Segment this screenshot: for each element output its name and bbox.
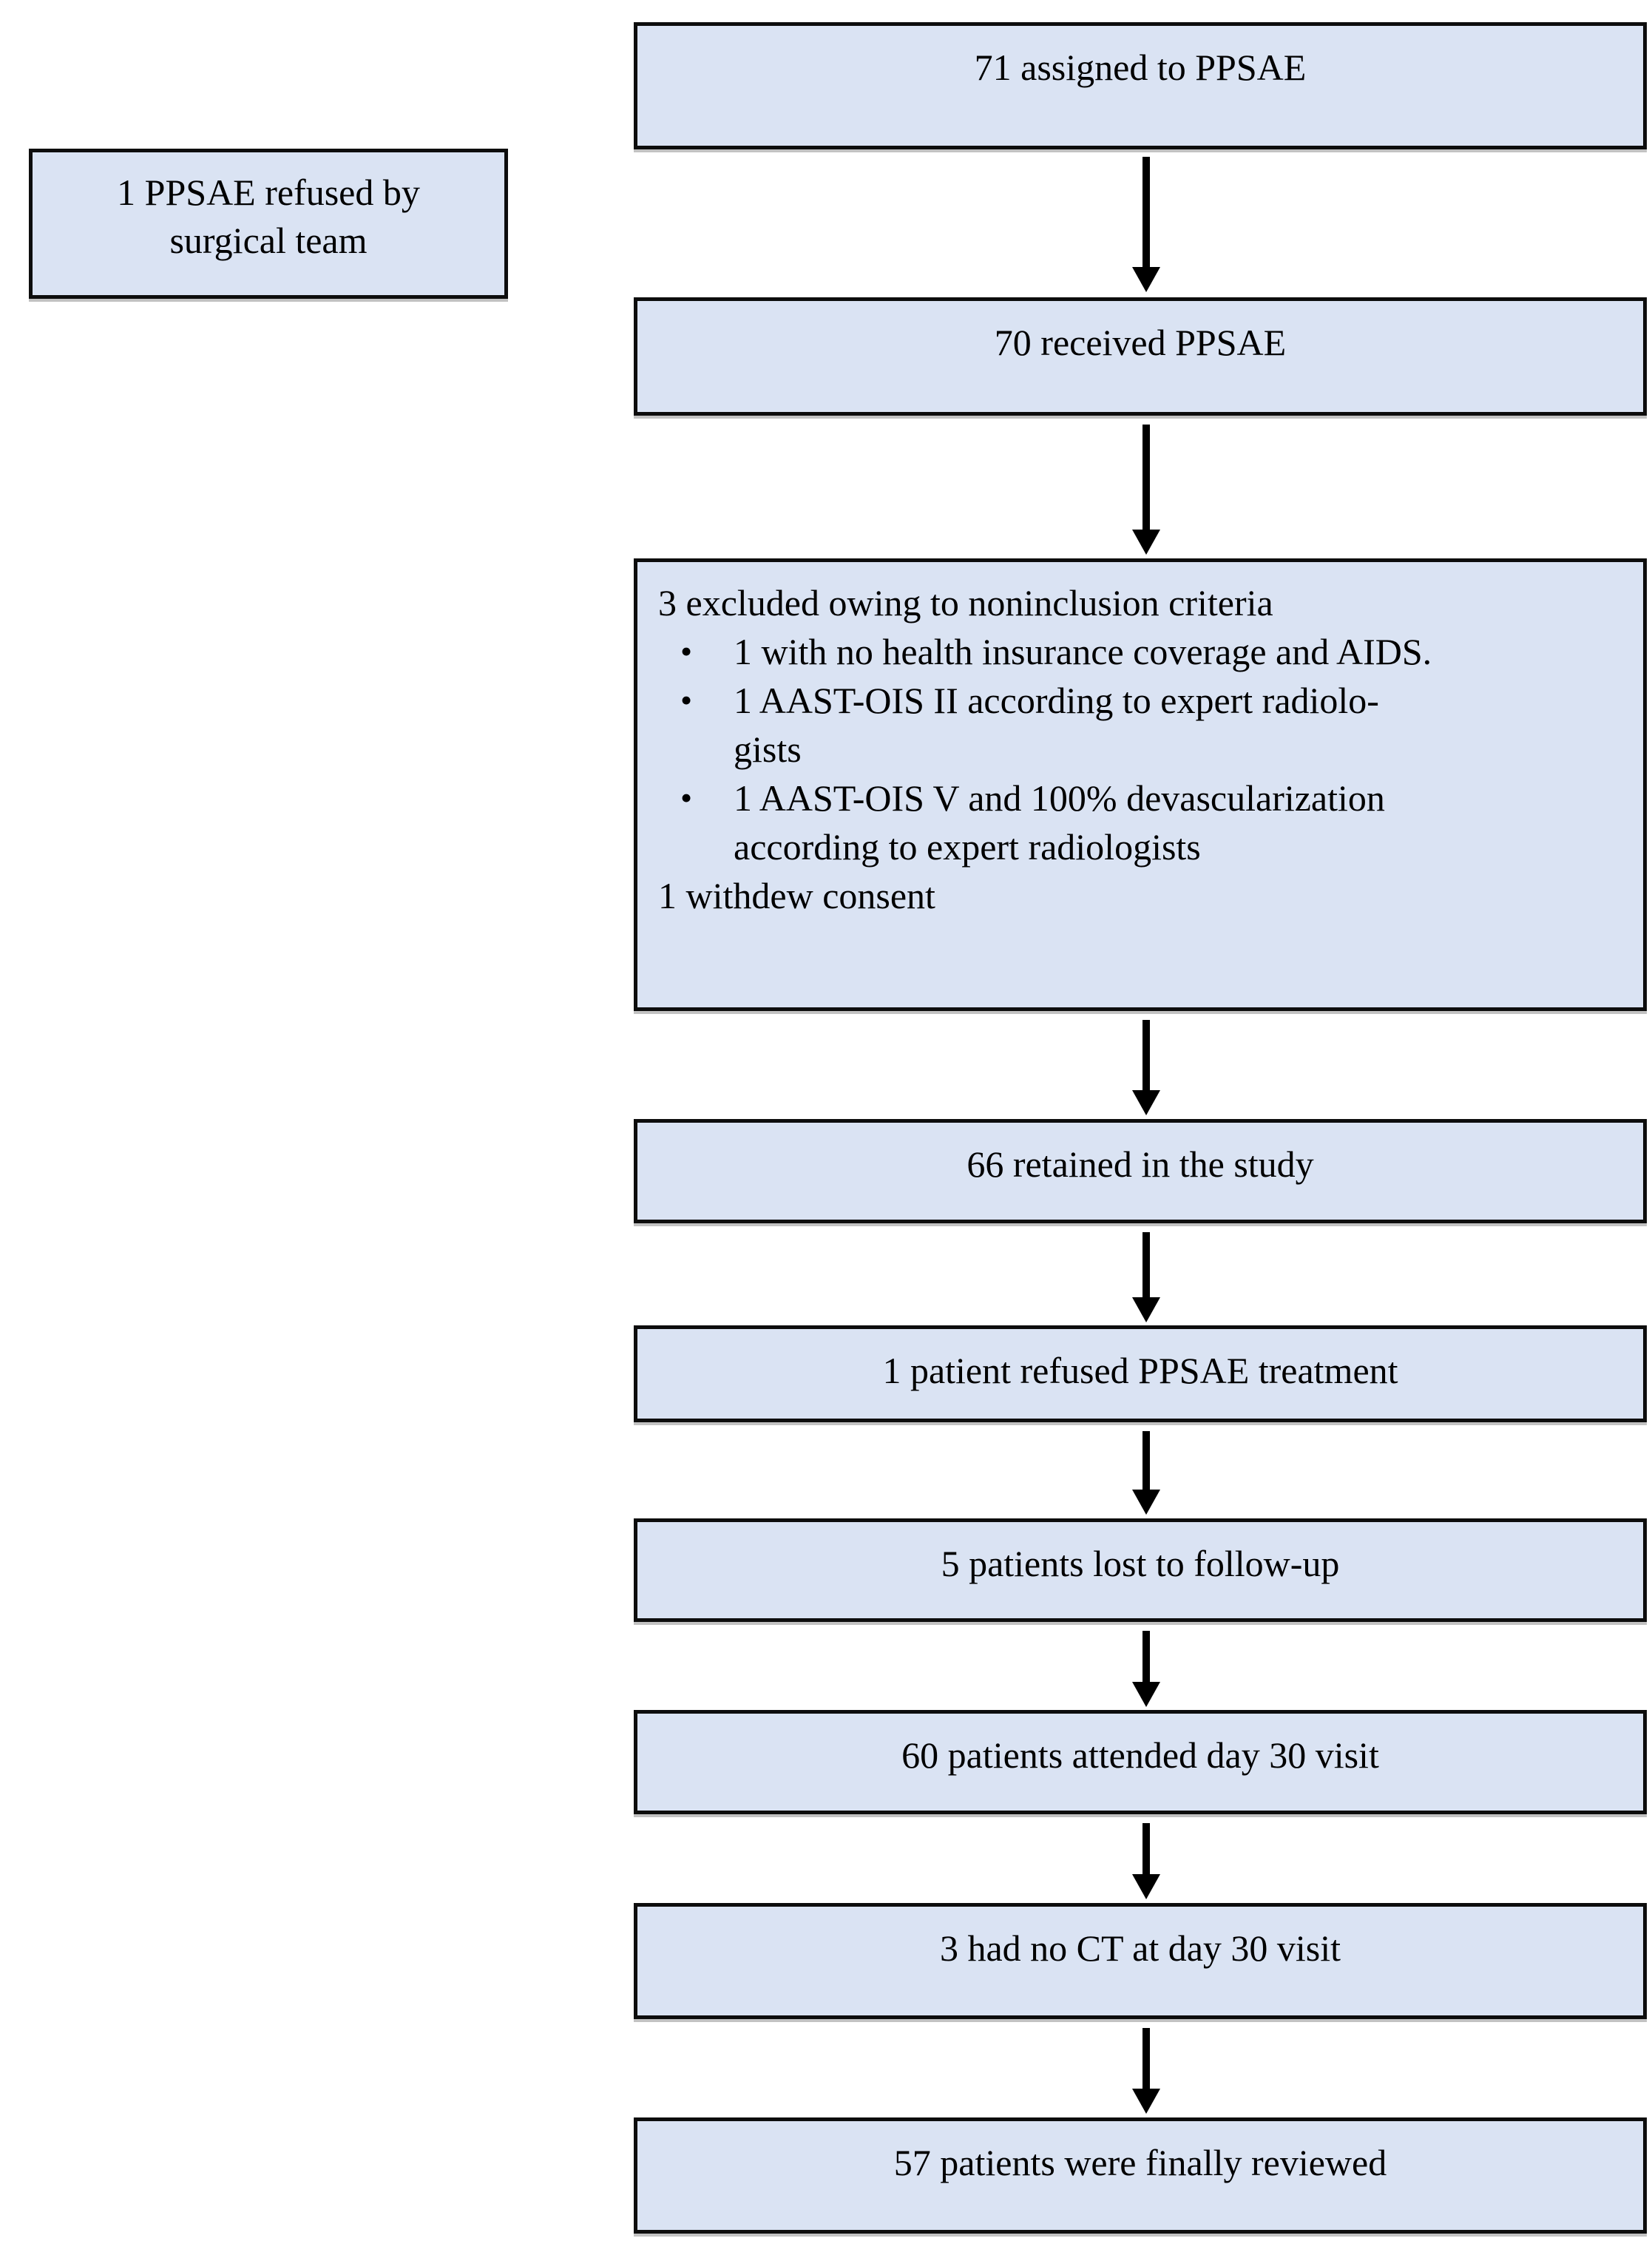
down-arrow-7 [1130,1823,1162,1899]
flow-box-attended-day30-label: 60 patients attended day 30 visit [901,1734,1379,1776]
flow-box-side-refused: 1 PPSAE refused by surgical team [29,149,508,299]
arrow-head-icon [1132,2089,1160,2114]
arrow-stem [1142,1631,1150,1685]
flow-box-assigned-label: 71 assigned to PPSAE [974,47,1307,88]
flow-box-finally-reviewed: 57 patients were finally reviewed [634,2117,1647,2234]
excluded-bullet-row-2: • 1 AAST-OIS II according to expert radi… [658,676,1622,774]
flow-box-retained-label: 66 retained in the study [967,1143,1314,1185]
bullet-icon: • [680,632,693,670]
down-arrow-2 [1130,425,1162,555]
arrow-head-icon [1132,530,1160,555]
flow-box-side-refused-label: 1 PPSAE refused by surgical team [117,172,420,261]
down-arrow-6 [1130,1631,1162,1707]
arrow-head-icon [1132,1874,1160,1899]
arrow-stem [1142,1020,1150,1093]
down-arrow-3 [1130,1020,1162,1115]
flow-box-no-ct-day30: 3 had no CT at day 30 visit [634,1903,1647,2019]
flow-box-attended-day30: 60 patients attended day 30 visit [634,1710,1647,1814]
arrow-head-icon [1132,267,1160,292]
arrow-head-icon [1132,1682,1160,1707]
flow-box-excluded: 3 excluded owing to noninclusion criteri… [634,558,1647,1011]
excluded-bullet-row-1: • 1 with no health insurance coverage an… [658,627,1622,676]
excluded-footer: 1 withdew consent [658,875,935,916]
bullet-icon: • [680,681,693,719]
arrow-head-icon [1132,1297,1160,1322]
flow-box-refused-treatment-label: 1 patient refused PPSAE treatment [882,1350,1398,1391]
arrow-stem [1142,1431,1150,1493]
flow-box-received-label: 70 received PPSAE [994,322,1287,363]
arrow-stem [1142,2028,1150,2092]
down-arrow-4 [1130,1232,1162,1322]
excluded-bullet-1-text: 1 with no health insurance coverage and … [734,631,1432,672]
flow-box-no-ct-day30-label: 3 had no CT at day 30 visit [939,1927,1341,1969]
flow-box-retained: 66 retained in the study [634,1119,1647,1223]
bullet-icon: • [680,779,693,817]
flow-box-lost-followup-label: 5 patients lost to follow-up [941,1543,1340,1584]
excluded-bullet-3-text: 1 AAST-OIS V and 100% devascularization … [734,777,1385,868]
flow-box-finally-reviewed-label: 57 patients were finally reviewed [893,2142,1387,2183]
arrow-stem [1142,1823,1150,1877]
flow-box-refused-treatment: 1 patient refused PPSAE treatment [634,1325,1647,1422]
arrow-stem [1142,1232,1150,1300]
excluded-bullet-row-3: • 1 AAST-OIS V and 100% devascularizatio… [658,774,1622,871]
down-arrow-1 [1130,157,1162,292]
flow-box-assigned: 71 assigned to PPSAE [634,22,1647,149]
down-arrow-8 [1130,2028,1162,2114]
down-arrow-5 [1130,1431,1162,1515]
arrow-head-icon [1132,1090,1160,1115]
excluded-title: 3 excluded owing to noninclusion criteri… [658,582,1273,623]
arrow-head-icon [1132,1490,1160,1515]
flow-box-received: 70 received PPSAE [634,297,1647,416]
flow-box-lost-followup: 5 patients lost to follow-up [634,1518,1647,1622]
excluded-bullet-2-text: 1 AAST-OIS II according to expert radiol… [734,680,1379,770]
arrow-stem [1142,157,1150,270]
arrow-stem [1142,425,1150,533]
